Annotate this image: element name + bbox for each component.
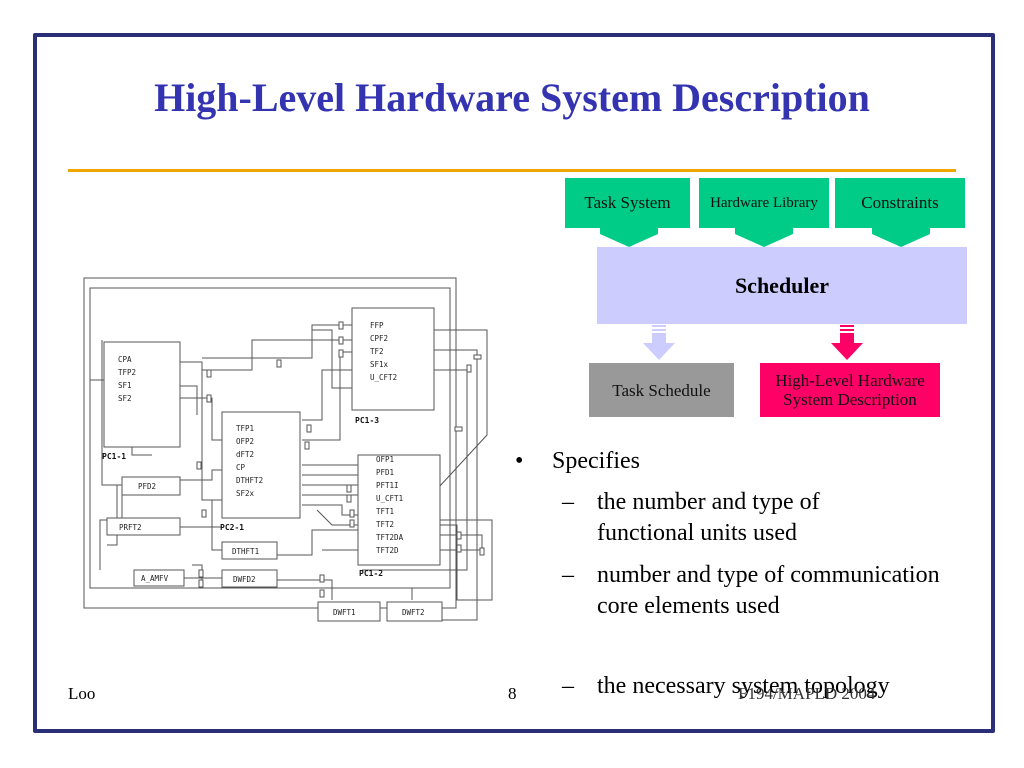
unit-label: FFP <box>370 321 384 330</box>
processor-label: PC1-1 <box>102 452 126 461</box>
arrow-down-icon <box>872 228 930 247</box>
box-label: A_AMFV <box>141 574 169 583</box>
dash-icon: – <box>562 673 574 699</box>
unit-label: TFP1 <box>236 424 254 433</box>
slide-frame <box>33 33 995 733</box>
unit-label: SF1x <box>370 360 389 369</box>
output-hw-description: High-Level Hardware System Description <box>760 363 940 417</box>
unit-label: OFP2 <box>236 437 254 446</box>
unit-label: U_CFT1 <box>376 494 403 503</box>
box-label: DWFT2 <box>402 608 425 617</box>
unit-label: dFT2 <box>236 450 254 459</box>
box-label: PFD2 <box>138 482 156 491</box>
box-label: DWFD2 <box>233 575 256 584</box>
input-hardware-library: Hardware Library <box>699 178 829 228</box>
scheduler-box: Scheduler <box>597 247 967 324</box>
arrow-down-icon <box>735 228 793 247</box>
unit-label: U_CFT2 <box>370 373 397 382</box>
input-task-system: Task System <box>565 178 690 228</box>
unit-label: SF2x <box>236 489 255 498</box>
unit-label: SF2 <box>118 394 132 403</box>
title-rule <box>68 169 956 172</box>
unit-label: OFP1 <box>376 455 394 464</box>
arrow-down-icon <box>600 228 658 247</box>
unit-label: TFP2 <box>118 368 136 377</box>
unit-label: CPA <box>118 355 132 364</box>
dash-icon: – <box>562 562 574 588</box>
unit-label: PFT1I <box>376 481 399 490</box>
processor-label: PC1-3 <box>355 416 379 425</box>
sub-bullet-3: the necessary system topology <box>597 673 890 699</box>
sub-bullet-2: number and type of communication core el… <box>597 562 940 619</box>
unit-label: CP <box>236 463 246 472</box>
input-constraints: Constraints <box>835 178 965 228</box>
footer-conference: F194/MAPLD 2004 <box>738 684 876 703</box>
output-task-schedule: Task Schedule <box>589 363 734 417</box>
bullet-specifies: Specifies <box>552 448 640 474</box>
unit-label: PFD1 <box>376 468 394 477</box>
unit-label: CPF2 <box>370 334 388 343</box>
processor-label: PC1-2 <box>359 569 383 578</box>
box-label: DWFT1 <box>333 608 356 617</box>
arrow-down-icon <box>643 325 675 360</box>
box-label: DTHFT1 <box>232 547 259 556</box>
unit-label: TFT2 <box>376 520 394 529</box>
hardware-topology-diagram: CPA TFP2 SF1 SF2 FFP CPF2 TF2 SF1x U_CFT… <box>83 277 493 622</box>
bullet-icon: • <box>515 448 524 474</box>
unit-label: DTHFT2 <box>236 476 263 485</box>
arrow-down-icon <box>831 325 863 360</box>
box-label: PRFT2 <box>119 523 142 532</box>
dash-icon: – <box>562 489 574 515</box>
footer-page-number: 8 <box>508 684 517 703</box>
processor-label: PC2-1 <box>220 523 244 532</box>
unit-label: TFT2D <box>376 546 399 555</box>
footer-author: Loo <box>68 684 96 703</box>
sub-bullet-1: the number and type of functional units … <box>597 489 820 546</box>
unit-label: SF1 <box>118 381 132 390</box>
unit-label: TF2 <box>370 347 384 356</box>
unit-label: TFT2DA <box>376 533 404 542</box>
unit-label: TFT1 <box>376 507 394 516</box>
slide-title: High-Level Hardware System Description <box>154 75 870 120</box>
